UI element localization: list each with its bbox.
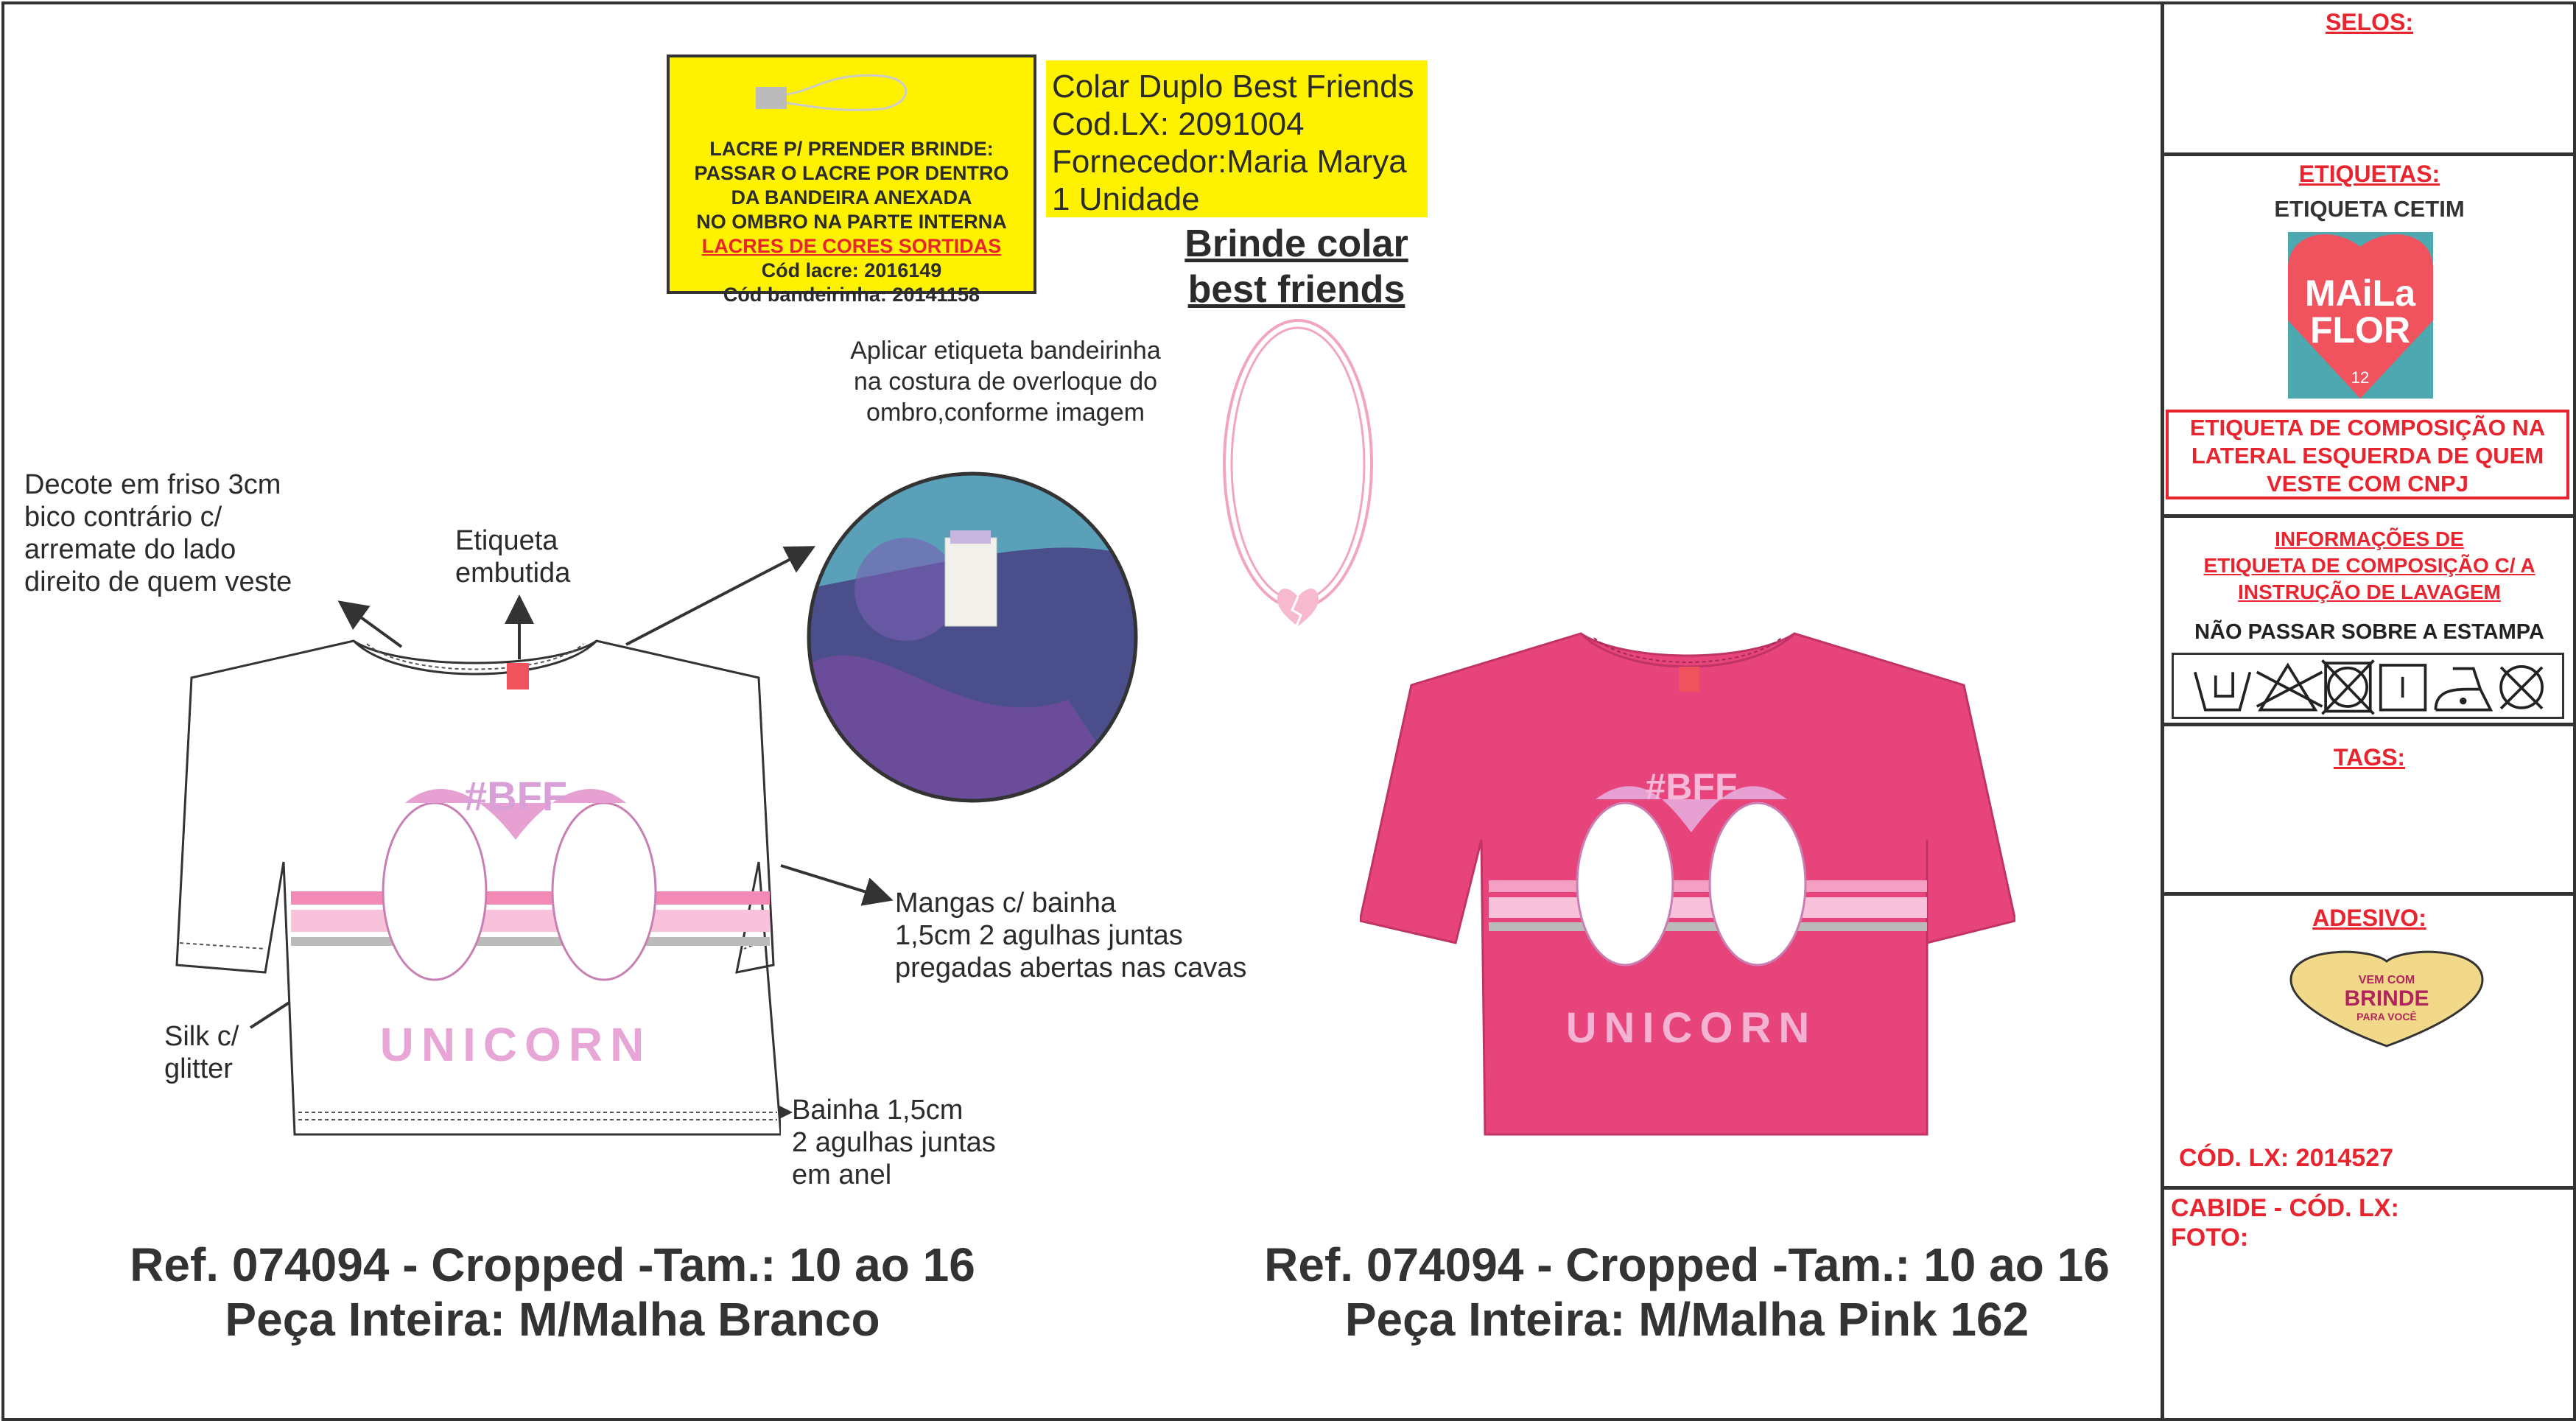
lacre-seal-icon bbox=[756, 74, 908, 111]
logo-size: 12 bbox=[2351, 368, 2369, 387]
iron-low-icon bbox=[2434, 667, 2493, 712]
etiqueta-cetim: ETIQUETA CETIM bbox=[2274, 196, 2465, 222]
note-line: na costura de overloque do bbox=[853, 368, 1158, 396]
cod-lacre: Cód lacre: 2016149 bbox=[761, 259, 942, 281]
brinde-title-line: best friends bbox=[1187, 268, 1405, 311]
divider bbox=[2161, 514, 2575, 518]
informacoes-heading: INFORMAÇÕES DE ETIQUETA DE COMPOSIÇÃO C/… bbox=[2164, 526, 2575, 606]
composicao-line: LATERAL ESQUERDA DE QUEM bbox=[2191, 443, 2544, 469]
label-detail-photo bbox=[809, 474, 1136, 801]
note-line: Bainha 1,5cm bbox=[792, 1095, 964, 1126]
note-line: Aplicar etiqueta bandeirinha bbox=[850, 337, 1161, 365]
ref-line: Ref. 074094 - Cropped -Tam.: 10 ao 16 bbox=[1264, 1238, 2110, 1291]
colar-line: 1 Unidade bbox=[1052, 181, 1200, 217]
informacoes-line: ETIQUETA DE COMPOSIÇÃO C/ A bbox=[2203, 554, 2535, 577]
ref-line: Peça Inteira: M/Malha Pink 162 bbox=[1344, 1293, 2029, 1346]
logo-line: MAiLa bbox=[2305, 273, 2416, 314]
colar-box: Colar Duplo Best Friends Cod.LX: 2091004… bbox=[1046, 60, 1428, 217]
pink-shirt-drawing: #BFF UNICORN bbox=[1360, 632, 2015, 1136]
lacre-line: PASSAR O LACRE POR DENTRO bbox=[694, 162, 1009, 184]
no-bleach-icon bbox=[2256, 662, 2323, 712]
note-line: ombro,conforme imagem bbox=[866, 399, 1145, 427]
informacoes-line: INFORMAÇÕES DE bbox=[2275, 527, 2464, 550]
ref-line: Ref. 074094 - Cropped -Tam.: 10 ao 16 bbox=[130, 1238, 975, 1291]
cod-bandeirinha: Cód bandeirinha: 20141158 bbox=[723, 284, 980, 306]
divider bbox=[2161, 892, 2575, 896]
ref-line: Peça Inteira: M/Malha Branco bbox=[225, 1293, 880, 1346]
note-line: Decote em friso 3cm bbox=[24, 469, 281, 500]
annotation-arrows bbox=[249, 471, 1138, 1127]
note-line: embutida bbox=[455, 558, 571, 589]
note-line: Silk c/ bbox=[164, 1021, 239, 1052]
cabide-info: CABIDE - CÓD. LX: FOTO: bbox=[2171, 1193, 2399, 1252]
note-line: arremate do lado bbox=[24, 534, 236, 565]
sticker-line: VEM COM bbox=[2359, 974, 2415, 986]
print-top-text: #BFF bbox=[464, 773, 567, 819]
print-bottom-text: UNICORN bbox=[380, 1018, 652, 1071]
note-line: bico contrário c/ bbox=[24, 502, 222, 533]
sticker-line: BRINDE bbox=[2344, 986, 2429, 1011]
lacre-line: LACRE P/ PRENDER BRINDE: bbox=[709, 138, 994, 160]
mangas-note: Mangas c/ bainha 1,5cm 2 agulhas juntas … bbox=[895, 887, 1246, 984]
necklace-illustration bbox=[1223, 319, 1373, 627]
note-line: Mangas c/ bainha bbox=[895, 888, 1116, 919]
lacre-line: DA BANDEIRA ANEXADA bbox=[731, 186, 972, 208]
etiquetas-heading: ETIQUETAS: bbox=[2298, 161, 2440, 187]
tags-heading: TAGS: bbox=[2333, 744, 2406, 771]
brinde-title-line: Brinde colar bbox=[1185, 222, 1408, 265]
etiqueta-note: Etiqueta embutida bbox=[455, 524, 570, 589]
bainha-note: Bainha 1,5cm 2 agulhas juntas em anel bbox=[792, 1094, 996, 1191]
note-line: direito de quem veste bbox=[24, 566, 292, 597]
brinde-title: Brinde colar best friends bbox=[1164, 221, 1429, 312]
maila-flor-logo: MAiLa FLOR 12 bbox=[2288, 232, 2433, 399]
note-line: 1,5cm 2 agulhas juntas bbox=[895, 920, 1183, 951]
lacre-line: NO OMBRO NA PARTE INTERNA bbox=[696, 211, 1007, 233]
brinde-sticker: VEM COM BRINDE PARA VOCÊ bbox=[2289, 950, 2484, 1048]
divider bbox=[2161, 1186, 2575, 1190]
composicao-line: VESTE COM CNPJ bbox=[2267, 471, 2468, 497]
no-tumble-dry-icon bbox=[2321, 659, 2375, 715]
print-bottom-text: UNICORN bbox=[1566, 1004, 1817, 1052]
composicao-line: ETIQUETA DE COMPOSIÇÃO NA bbox=[2189, 415, 2546, 441]
cod-lx: CÓD. LX: 2014527 bbox=[2179, 1144, 2394, 1172]
decote-note: Decote em friso 3cm bico contrário c/ ar… bbox=[24, 469, 292, 598]
adesivo-heading: ADESIVO: bbox=[2312, 905, 2426, 931]
note-line: pregadas abertas nas cavas bbox=[895, 952, 1247, 983]
informacoes-line: INSTRUÇÃO DE LAVAGEM bbox=[2238, 580, 2501, 603]
white-ref: Ref. 074094 - Cropped -Tam.: 10 ao 16 Pe… bbox=[44, 1238, 1061, 1347]
divider bbox=[2161, 152, 2575, 156]
lacre-highlight: LACRES DE CORES SORTIDAS bbox=[701, 235, 1002, 257]
sticker-line: PARA VOCÊ bbox=[2356, 1010, 2417, 1022]
logo-line: FLOR bbox=[2310, 309, 2410, 351]
aplicar-note: Aplicar etiqueta bandeirinha na costura … bbox=[818, 335, 1193, 428]
note-line: glitter bbox=[164, 1053, 233, 1084]
foto-label: FOTO: bbox=[2171, 1224, 2249, 1252]
note-line: em anel bbox=[792, 1159, 892, 1190]
panel-divider bbox=[2161, 1, 2164, 1418]
care-symbols bbox=[2172, 653, 2564, 719]
selos-heading: SELOS: bbox=[2325, 9, 2414, 35]
line-dry-icon bbox=[2379, 664, 2427, 712]
nao-passar-text: NÃO PASSAR SOBRE A ESTAMPA bbox=[2194, 620, 2544, 644]
white-shirt-drawing: #BFF UNICORN bbox=[175, 639, 781, 1136]
divider bbox=[2161, 723, 2575, 726]
lacre-box: LACRE P/ PRENDER BRINDE: PASSAR O LACRE … bbox=[667, 55, 1036, 306]
cabide-label: CABIDE - CÓD. LX: bbox=[2171, 1194, 2399, 1222]
note-line: Etiqueta bbox=[455, 525, 558, 556]
silk-note: Silk c/ glitter bbox=[164, 1020, 239, 1085]
pink-ref: Ref. 074094 - Cropped -Tam.: 10 ao 16 Pe… bbox=[1179, 1238, 2195, 1347]
print-top-text: #BFF bbox=[1646, 766, 1738, 807]
no-dry-clean-icon bbox=[2499, 665, 2544, 710]
colar-line: Fornecedor:Maria Marya bbox=[1052, 144, 1407, 180]
hand-wash-icon bbox=[2193, 671, 2252, 712]
colar-line: Colar Duplo Best Friends bbox=[1052, 69, 1414, 105]
note-line: 2 agulhas juntas bbox=[792, 1127, 996, 1158]
colar-line: Cod.LX: 2091004 bbox=[1052, 106, 1305, 142]
composicao-box: ETIQUETA DE COMPOSIÇÃO NA LATERAL ESQUER… bbox=[2166, 410, 2569, 499]
